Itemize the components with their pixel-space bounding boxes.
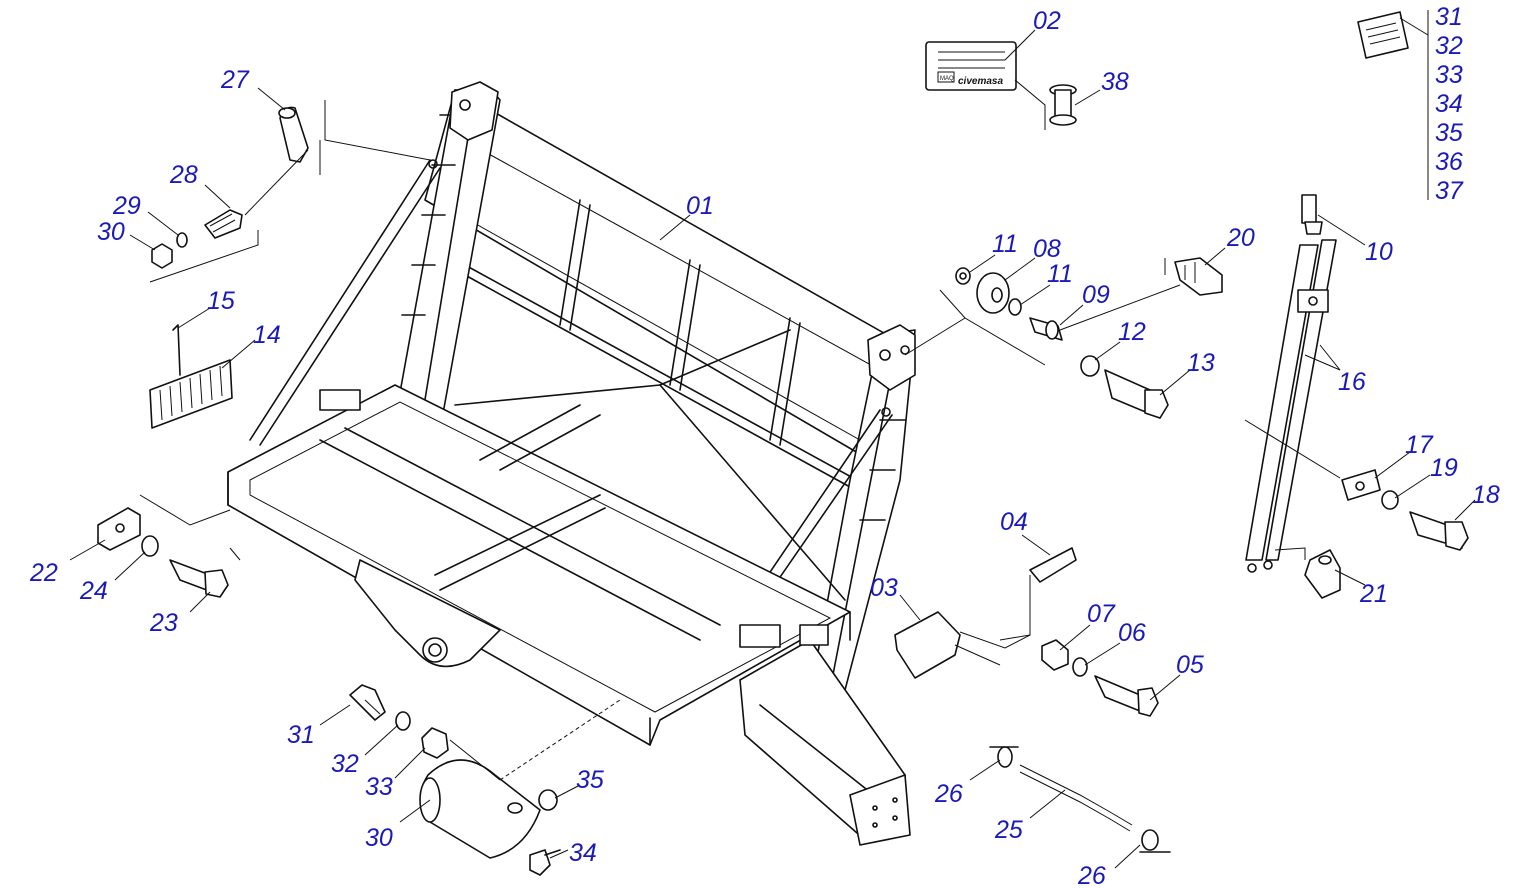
bolt-31 xyxy=(349,684,386,721)
label-08: 08 xyxy=(1033,235,1061,263)
label-10: 10 xyxy=(1365,238,1393,266)
label-35-decal: 35 xyxy=(1435,119,1463,147)
lever-handle-27 xyxy=(278,106,309,163)
label-17: 17 xyxy=(1405,431,1434,459)
label-07: 07 xyxy=(1087,600,1116,628)
label-12: 12 xyxy=(1118,318,1146,346)
bushing-38 xyxy=(1049,84,1077,126)
label-11-mid: 11 xyxy=(1047,260,1073,288)
label-22: 22 xyxy=(29,559,58,587)
cover-03 xyxy=(894,611,961,679)
washer-24 xyxy=(141,535,159,557)
label-16: 16 xyxy=(1338,368,1366,396)
chain-25 xyxy=(989,746,1171,853)
label-23: 23 xyxy=(149,609,178,637)
nut-33 xyxy=(421,727,449,759)
label-26-top: 26 xyxy=(934,780,963,808)
label-19: 19 xyxy=(1430,454,1458,482)
label-31-bolt: 31 xyxy=(287,721,315,749)
roller-assembly xyxy=(955,267,1169,419)
label-28: 28 xyxy=(169,161,198,189)
label-35-cap: 35 xyxy=(576,766,604,794)
pin-05 xyxy=(1094,675,1159,717)
label-14: 14 xyxy=(253,321,281,349)
label-09: 09 xyxy=(1082,281,1110,309)
elbow-21 xyxy=(1304,549,1341,599)
label-33-nut: 33 xyxy=(365,773,393,801)
washer-19 xyxy=(1381,490,1399,510)
nut-07 xyxy=(1041,639,1069,671)
label-11-top: 11 xyxy=(992,230,1018,258)
label-30-tank: 30 xyxy=(365,824,393,852)
plate-04 xyxy=(1029,547,1077,583)
label-29: 29 xyxy=(112,192,141,220)
label-03: 03 xyxy=(870,574,898,602)
label-20: 20 xyxy=(1226,224,1255,252)
label-30-nut: 30 xyxy=(97,218,125,246)
label-24: 24 xyxy=(79,577,108,605)
washer-32 xyxy=(395,711,411,731)
label-34-decal: 34 xyxy=(1435,90,1463,118)
label-04: 04 xyxy=(1000,508,1028,536)
nameplate: civemasa MAQ xyxy=(925,41,1017,91)
label-33-decal: 33 xyxy=(1435,61,1463,89)
grille-14 xyxy=(149,359,233,429)
label-37-decal: 37 xyxy=(1435,177,1464,205)
label-18: 18 xyxy=(1472,481,1500,509)
nameplate-maker: MAQ xyxy=(940,76,954,82)
bracket-17 xyxy=(1341,469,1381,501)
valve-34 xyxy=(529,849,561,876)
label-05: 05 xyxy=(1176,651,1204,679)
fitting-20 xyxy=(1174,257,1223,296)
leader-lines xyxy=(69,10,1476,869)
label-36-decal: 36 xyxy=(1435,148,1463,176)
label-01: 01 xyxy=(686,192,714,220)
label-26-bottom: 26 xyxy=(1077,862,1106,888)
label-32-decal: 32 xyxy=(1435,32,1463,60)
cap-35 xyxy=(538,789,558,811)
label-25: 25 xyxy=(994,816,1023,844)
label-15: 15 xyxy=(207,287,235,315)
label-02: 02 xyxy=(1033,7,1061,35)
tank-30 xyxy=(419,759,541,859)
clip-15 xyxy=(172,324,181,376)
cylinder-16 xyxy=(1245,194,1337,573)
label-21: 21 xyxy=(1359,580,1388,608)
pin-23 xyxy=(169,559,229,598)
washer-06 xyxy=(1072,657,1088,677)
main-frame xyxy=(227,81,916,846)
warning-decals xyxy=(1357,11,1409,59)
nameplate-brand: civemasa xyxy=(958,76,1003,87)
label-06: 06 xyxy=(1118,619,1146,647)
nut-30 xyxy=(151,243,173,269)
label-13: 13 xyxy=(1187,349,1215,377)
label-32-washer: 32 xyxy=(331,750,359,778)
label-27: 27 xyxy=(220,66,250,94)
bolt-28 xyxy=(204,209,243,239)
part-labels: 01 02 03 04 05 06 07 08 09 10 11 11 12 1… xyxy=(29,3,1500,888)
label-31-decal: 31 xyxy=(1435,3,1463,31)
bracket-22 xyxy=(97,507,141,551)
pin-18 xyxy=(1409,511,1469,551)
washer-29 xyxy=(176,232,188,248)
label-38: 38 xyxy=(1101,68,1129,96)
label-34-valve: 34 xyxy=(569,839,597,867)
